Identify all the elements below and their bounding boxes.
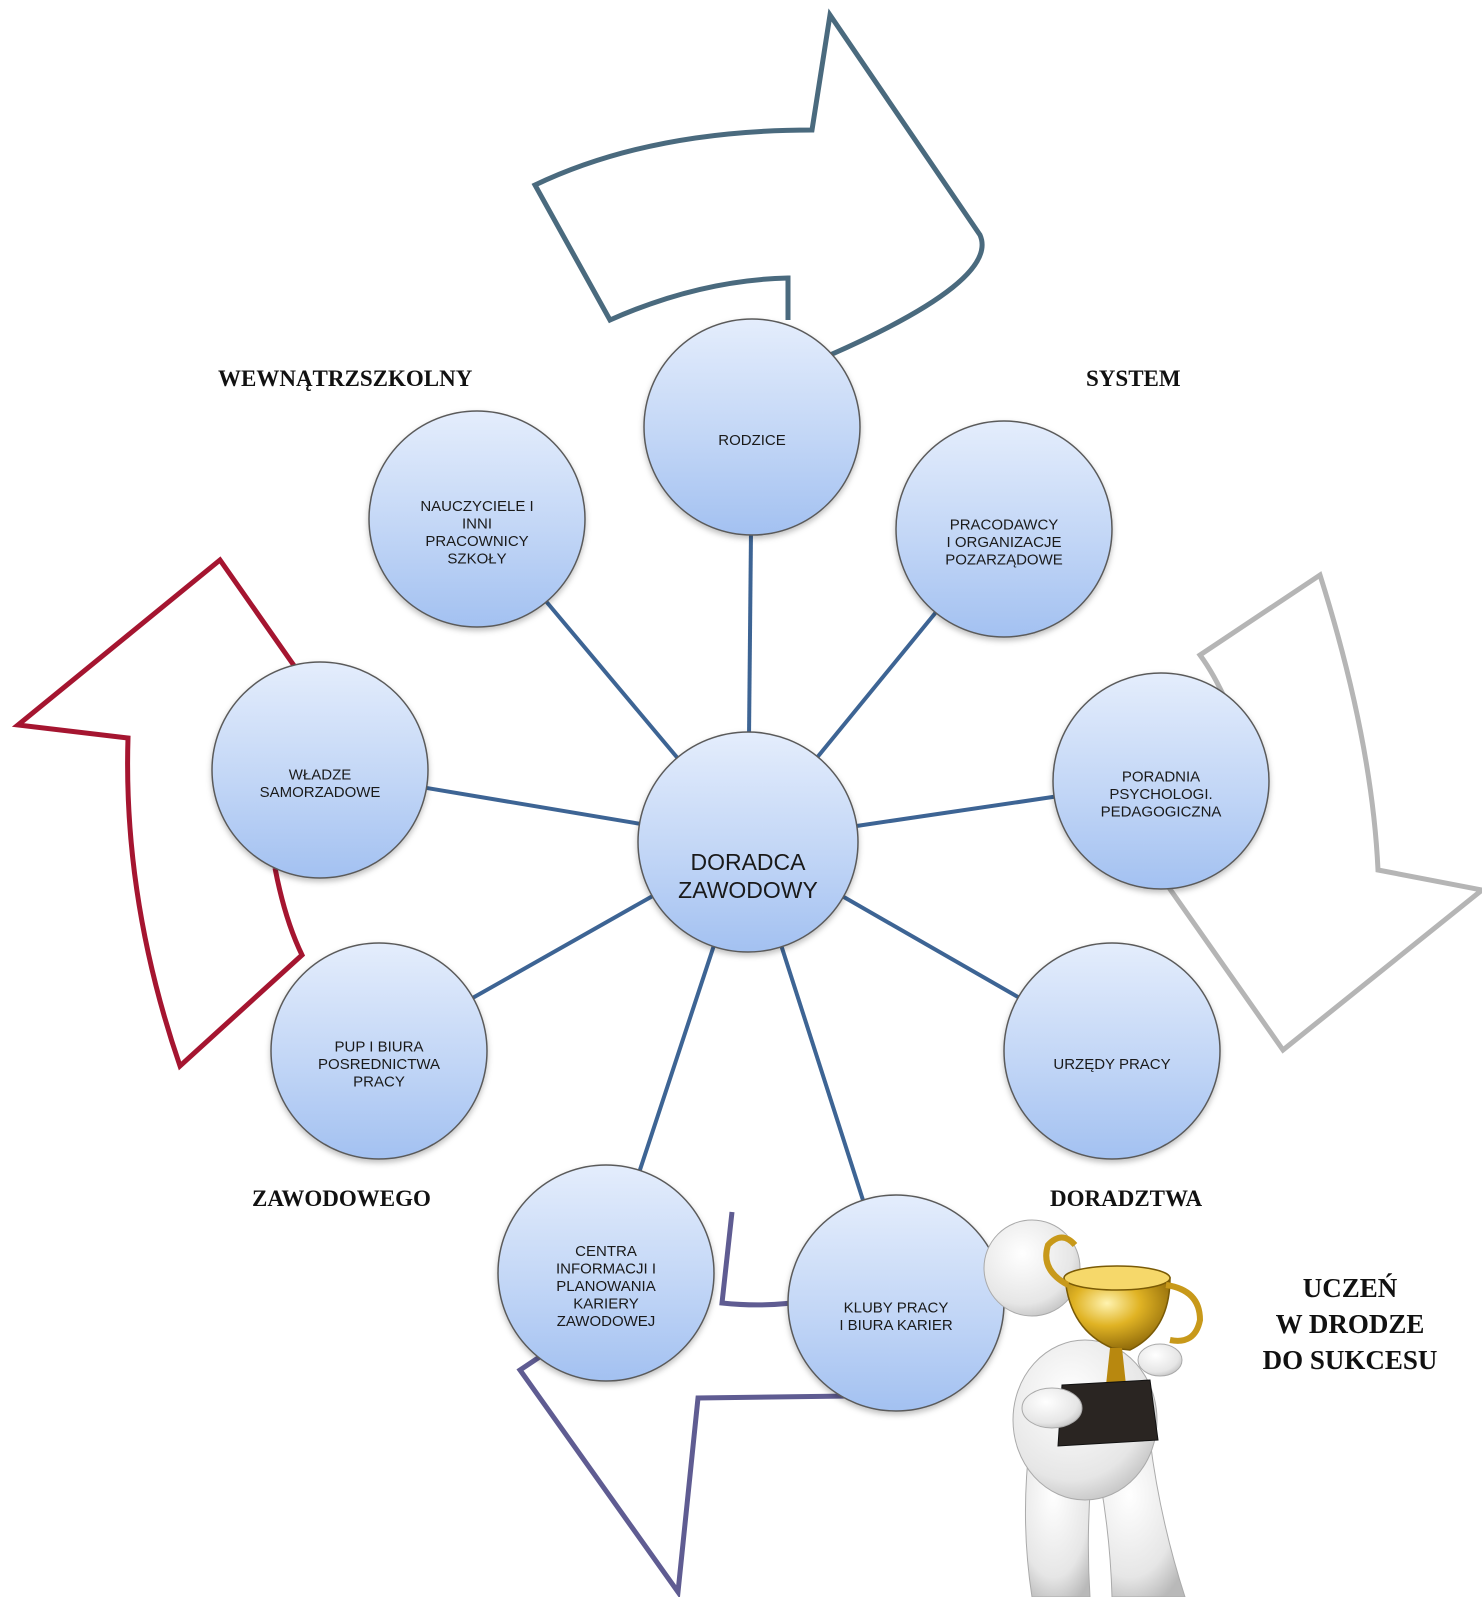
node-circle-pracodawcy <box>895 420 1113 638</box>
connector-rodzice <box>747 534 753 735</box>
center-node-line-2: ZAWODOWY <box>678 877 818 903</box>
node-circle-rodzice <box>643 318 861 536</box>
connector-lines <box>426 534 1055 1201</box>
figure-holding-trophy-illustration <box>983 1219 1204 1598</box>
node-label-kluby-2: I BIURA KARIER <box>839 1317 953 1334</box>
label-doradztwa: DORADZTWA <box>1050 1186 1203 1211</box>
slogan-line-1: UCZEŃ <box>1302 1273 1398 1303</box>
node-label-poradnia-3: PEDAGOGICZNA <box>1101 804 1222 821</box>
slogan: UCZEŃ W DRODZE DO SUKCESU <box>1240 1270 1460 1378</box>
slogan-line-3: DO SUKCESU <box>1262 1345 1438 1375</box>
label-zawodowego: ZAWODOWEGO <box>252 1186 431 1211</box>
label-system: SYSTEM <box>1086 366 1181 391</box>
node-circle-centra <box>497 1164 715 1382</box>
connector-nauczyciele <box>544 600 681 761</box>
node-label-centra-4: KARIERY <box>573 1296 639 1313</box>
connector-urzedy <box>840 894 1020 999</box>
node-label-pracodawcy-3: POZARZĄDOWE <box>945 552 1063 569</box>
node-label-poradnia-1: PORADNIA <box>1122 769 1200 786</box>
node-circle-pup <box>270 942 488 1160</box>
node-label-urzedy-1: URZĘDY PRACY <box>1053 1056 1170 1073</box>
node-circle-wladze <box>211 661 429 879</box>
node-label-kluby-1: KLUBY PRACY <box>844 1299 949 1316</box>
node-circle-nauczyciele <box>368 410 586 628</box>
node-label-wladze-1: WŁADZE <box>289 766 352 783</box>
node-label-centra-2: INFORMACJI I <box>556 1261 656 1278</box>
connector-pracodawcy <box>814 611 938 760</box>
node-label-nauczyciele-2: INNI <box>462 515 492 532</box>
node-label-poradnia-2: PSYCHOLOGI. <box>1109 786 1212 803</box>
connector-pup <box>471 893 656 1000</box>
node-label-nauczyciele-1: NAUCZYCIELE I <box>420 498 533 515</box>
connector-wladze <box>426 785 642 827</box>
connector-poradnia <box>854 794 1055 829</box>
slogan-line-2: W DRODZE <box>1275 1309 1425 1339</box>
node-label-centra-3: PLANOWANIA <box>556 1278 655 1295</box>
node-rodzice: RODZICE <box>643 318 861 536</box>
label-wewnatrzszkolny: WEWNĄTRZSZKOLNY <box>218 366 473 391</box>
arrow-left <box>11 556 306 1071</box>
node-label-pup-3: PRACY <box>353 1074 405 1091</box>
node-label-centra-1: CENTRA <box>575 1243 637 1260</box>
node-circle-urzedy <box>1003 942 1221 1160</box>
node-label-wladze-2: SAMORZADOWE <box>260 784 381 801</box>
node-label-pup-2: POSREDNICTWA <box>318 1056 440 1073</box>
node-circle-poradnia <box>1052 672 1270 890</box>
center-node-line-1: DORADCA <box>690 849 806 875</box>
node-label-pracodawcy-2: I ORGANIZACJE <box>946 534 1061 551</box>
node-label-centra-5: ZAWODOWEJ <box>557 1313 656 1330</box>
node-label-nauczyciele-3: PRACOWNICY <box>425 533 528 550</box>
node-label-nauczyciele-4: SZKOŁY <box>447 550 506 567</box>
connector-centra <box>637 943 717 1172</box>
center-node: DORADCA ZAWODOWY <box>637 731 859 953</box>
connector-kluby <box>779 944 865 1201</box>
arrow-top <box>531 8 985 358</box>
node-label-pracodawcy-1: PRACODAWCY <box>950 517 1059 534</box>
node-label-pup-1: PUP I BIURA <box>335 1039 424 1056</box>
node-urzedy: URZĘDY PRACY <box>1003 942 1221 1160</box>
node-label-rodzice-1: RODZICE <box>718 432 786 449</box>
